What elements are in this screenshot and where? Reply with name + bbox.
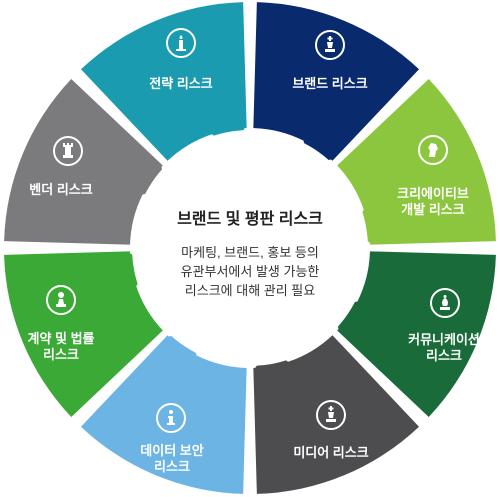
segment-label-communication: 커뮤니케이션 리스크 <box>408 332 480 363</box>
segment-label-media: 미디어 리스크 <box>293 445 369 460</box>
ring-segment-contract-law <box>4 78 166 245</box>
rook-chess-icon <box>53 136 83 166</box>
ring-segment-strategy <box>253 2 420 164</box>
center-description: 마케팅, 브랜드, 홍보 등의 유관부서에서 발생 가능한 리스크에 대해 관리… <box>180 245 320 298</box>
center-title: 브랜드 및 평판 리스크 <box>177 211 323 228</box>
candle-icon <box>166 28 196 58</box>
pawn-chess-icon <box>46 285 76 315</box>
segment-label-vendor: 벤더 리스크 <box>29 182 93 197</box>
king-chess-icon <box>316 400 346 430</box>
ring-segment-brand <box>337 78 496 245</box>
segment-label-brand: 브랜드 리스크 <box>292 76 368 91</box>
segment-label-contract-law: 계약 및 법률 리스크 <box>27 331 95 362</box>
segment-label-data-security: 데이터 보안 리스크 <box>140 443 204 474</box>
segment-label-strategy: 전략 리스크 <box>149 76 213 91</box>
segment-label-creative: 크리에이티브 개발 리스크 <box>397 186 469 217</box>
bishop-chess-icon <box>430 288 460 318</box>
ring-segment-data-security <box>4 251 163 418</box>
info-icon <box>156 403 186 433</box>
king-chess-icon <box>315 30 345 60</box>
ring-segment-vendor <box>80 2 247 161</box>
knight-chess-icon <box>418 135 448 165</box>
center-circle <box>132 130 368 366</box>
